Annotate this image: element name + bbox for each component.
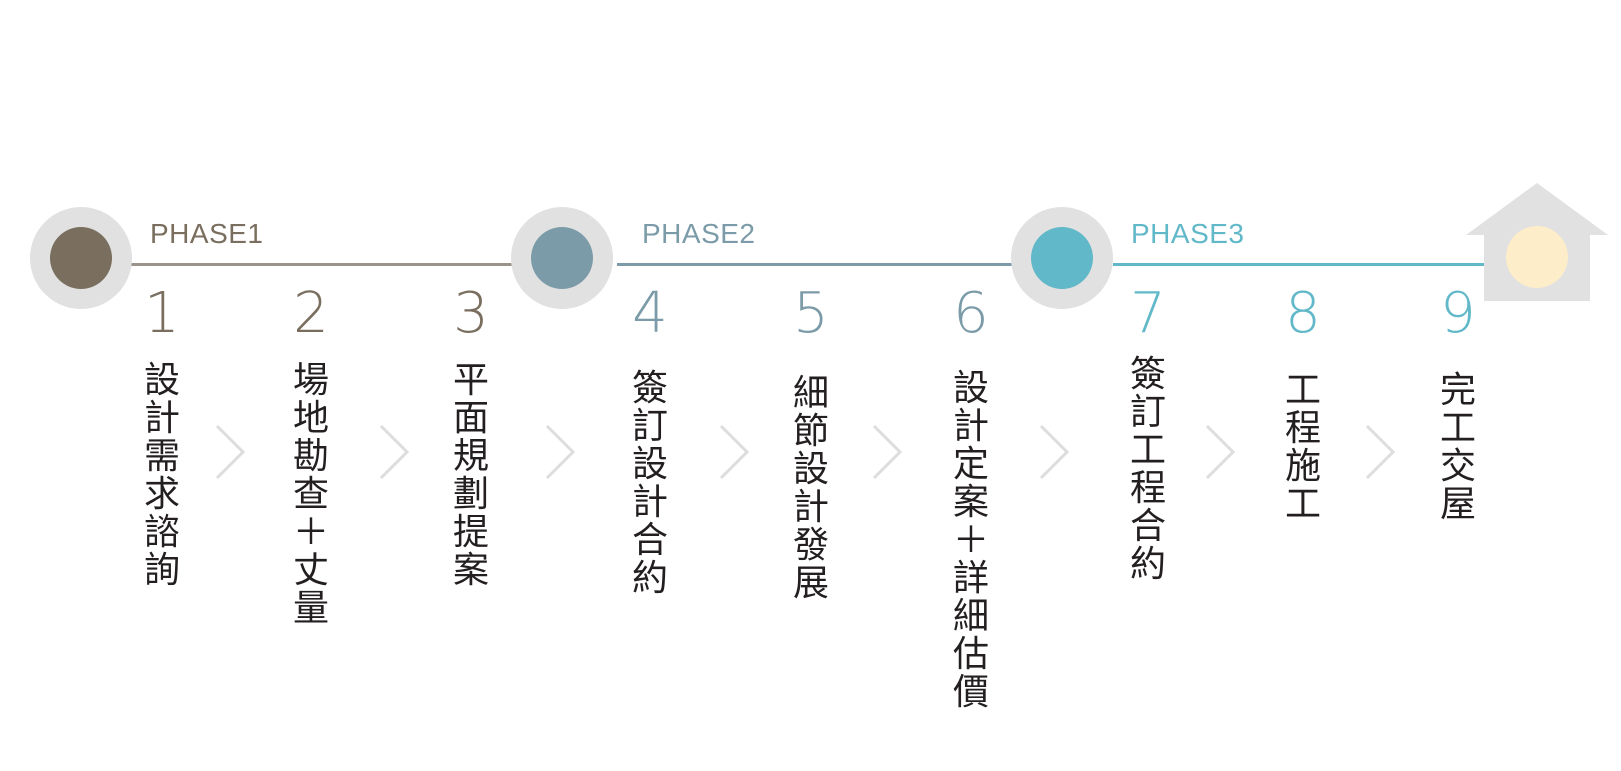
step-label-8: 工程施工 [1284, 370, 1321, 525]
step-label-6: 設計定案＋詳細估價 [952, 368, 989, 713]
step-number-3: 3 [453, 281, 489, 346]
phase2-label: PHASE2 [642, 218, 756, 249]
phase3-label: PHASE3 [1131, 218, 1245, 249]
timeline-line-phase2 [617, 263, 1013, 266]
chevron-right-icon [545, 424, 576, 480]
phase2-dot [531, 227, 593, 289]
step-number-7: 7 [1130, 281, 1166, 346]
step-label-4: 簽訂設計合約 [631, 368, 668, 599]
step-number-8: 8 [1285, 281, 1321, 346]
chevron-right-icon [719, 424, 750, 480]
step-number-4: 4 [632, 281, 668, 346]
home-dot [1506, 226, 1568, 288]
step-number-5: 5 [793, 281, 829, 346]
step-label-1: 設計需求諮詢 [143, 360, 180, 591]
phase3-node [1011, 207, 1113, 309]
timeline-line-phase3 [1113, 263, 1493, 266]
step-label-5: 細節設計發展 [792, 373, 829, 604]
house-icon [1466, 183, 1608, 307]
phase2-node [511, 207, 613, 309]
chevron-right-icon [1205, 424, 1236, 480]
step-number-9: 9 [1440, 281, 1476, 346]
chevron-right-icon [872, 424, 903, 480]
step-number-6: 6 [953, 281, 989, 346]
step-number-2: 2 [293, 281, 329, 346]
step-label-9: 完工交屋 [1439, 370, 1476, 525]
house-shape [1466, 183, 1608, 301]
phase1-dot [50, 227, 112, 289]
chevron-right-icon [1039, 424, 1070, 480]
chevron-right-icon [1365, 424, 1396, 480]
step-label-7: 簽訂工程合約 [1129, 354, 1166, 585]
chevron-right-icon [379, 424, 410, 480]
phase1-label: PHASE1 [150, 218, 264, 249]
phase1-node [30, 207, 132, 309]
chevron-right-icon [215, 424, 246, 480]
step-label-3: 平面規劃提案 [452, 360, 489, 591]
phase3-dot [1031, 227, 1093, 289]
step-label-2: 場地勘查＋丈量 [292, 360, 329, 629]
timeline-line-phase1 [130, 263, 513, 266]
step-number-1: 1 [144, 281, 180, 346]
